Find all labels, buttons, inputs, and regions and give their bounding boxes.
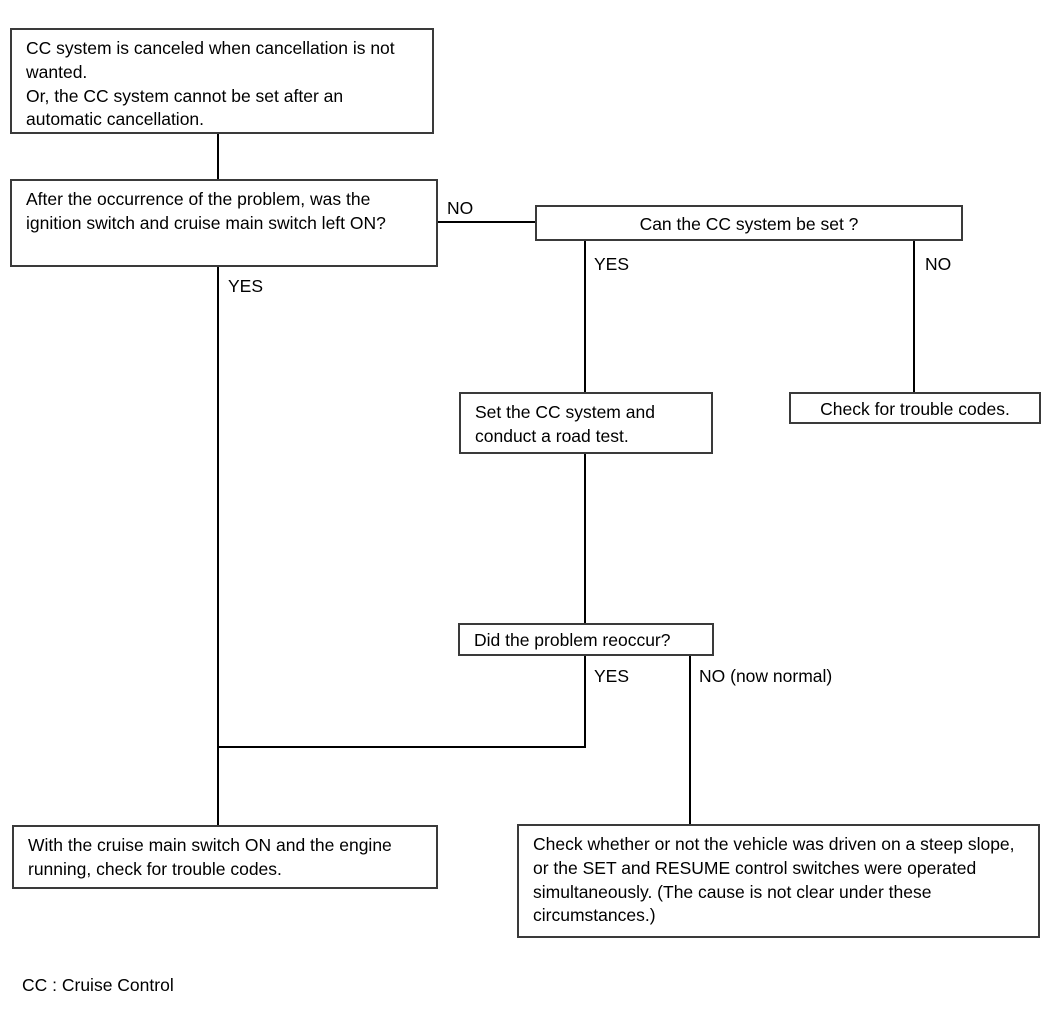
connector-question1-no-to-canbeset <box>437 221 536 223</box>
branch-label-reoccur-yes: YES <box>594 666 630 686</box>
branch-label-reoccur-no: NO (now normal) <box>699 666 833 686</box>
node-action-check-trouble-codes: Check for trouble codes. <box>789 392 1041 424</box>
node-question-reoccur: Did the problem reoccur? <box>458 623 714 656</box>
node-action-cruise-switch-on-check-codes: With the cruise main switch ON and the e… <box>12 825 438 889</box>
node-action-check-steep-slope: Check whether or not the vehicle was dri… <box>517 824 1040 938</box>
connector-canbeset-no <box>913 240 915 393</box>
connector-reoccur-yes-down <box>584 655 586 748</box>
branch-label-can-be-set-yes: YES <box>594 254 630 274</box>
node-question-can-be-set: Can the CC system be set ? <box>535 205 963 241</box>
node-question-switches-left-on: After the occurrence of the problem, was… <box>10 179 438 267</box>
node-symptom: CC system is canceled when cancellation … <box>10 28 434 134</box>
branch-label-can-be-set-no: NO <box>925 254 952 274</box>
node-action-set-and-road-test: Set the CC system and conduct a road tes… <box>459 392 713 454</box>
connector-question1-yes-main-trunk <box>217 266 219 826</box>
connector-symptom-to-question1 <box>217 133 219 180</box>
branch-label-switches-left-on-yes: YES <box>228 276 264 296</box>
connector-roadtest-to-reoccur <box>584 453 586 624</box>
connector-reoccur-no-down <box>689 655 691 826</box>
connector-reoccur-yes-left <box>217 746 586 748</box>
branch-label-switches-left-on-no: NO <box>447 198 474 218</box>
footnote-legend: CC : Cruise Control <box>22 975 174 995</box>
connector-canbeset-yes <box>584 240 586 392</box>
